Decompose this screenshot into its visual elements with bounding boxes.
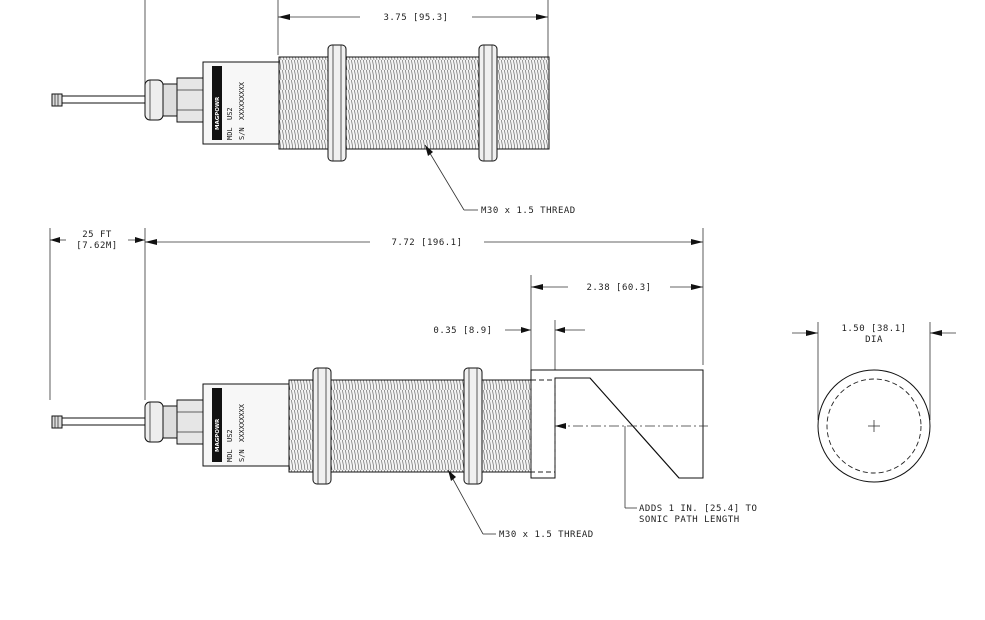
top-model-prefix: MDL — [226, 127, 234, 140]
bottom-model-text: US2 — [226, 429, 234, 442]
top-thread-callout: M30 x 1.5 THREAD — [424, 144, 576, 216]
top-thread-label: M30 x 1.5 THREAD — [481, 206, 576, 216]
top-model-text: US2 — [226, 107, 234, 120]
top-cable — [51, 93, 145, 107]
bottom-label-body: MAGPOWR MDL US2 S/N XXXXXXXXX — [202, 383, 290, 467]
reflector-offset-label: 0.35 [8.9] — [433, 326, 492, 336]
cable-length-dimension: 25 FT [7.62M] — [50, 230, 145, 251]
top-brand-text: MAGPOWR — [215, 96, 221, 130]
bottom-cable-gland — [144, 399, 204, 445]
top-cable-gland — [144, 77, 204, 123]
top-serial-prefix: S/N — [238, 127, 246, 140]
bottom-nut-left — [312, 367, 332, 485]
sonic-path-label-line2: SONIC PATH LENGTH — [639, 515, 740, 525]
bottom-brand-text: MAGPOWR — [215, 418, 221, 452]
diameter-label-line1: 1.50 [38.1] — [841, 324, 906, 334]
sonic-path-callout: ADDS 1 IN. [25.4] TO SONIC PATH LENGTH — [624, 500, 757, 525]
bottom-thread-callout: M30 x 1.5 THREAD — [447, 469, 594, 540]
diameter-dimension: 1.50 [38.1] DIA — [792, 324, 956, 345]
top-length-dimension: 3.75 [95.3] — [278, 13, 548, 23]
reflector-offset-dimension: 0.35 [8.9] — [433, 326, 585, 336]
bottom-serial-prefix: S/N — [238, 449, 246, 462]
top-serial-text: XXXXXXXXX — [238, 81, 246, 120]
top-nut-right — [478, 44, 498, 162]
top-nut-left — [327, 44, 347, 162]
end-view: 1.50 [38.1] DIA — [792, 322, 956, 483]
top-label-body: MAGPOWR MDL US2 S/N XXXXXXXXX — [202, 61, 280, 145]
diameter-label-line2: DIA — [865, 335, 883, 345]
bottom-serial-text: XXXXXXXXX — [238, 403, 246, 442]
cable-length-label-line1: 25 FT — [82, 230, 112, 240]
reflector-length-dimension: 2.38 [60.3] — [531, 283, 703, 293]
reflector-assembly — [530, 369, 708, 500]
top-sensor-view: 3.75 [95.3] MAGPOWR MDL — [51, 0, 576, 216]
bottom-model-prefix: MDL — [226, 449, 234, 462]
top-threaded-tube — [278, 56, 550, 150]
sonic-path-label-line1: ADDS 1 IN. [25.4] TO — [639, 504, 757, 514]
end-view-outer-circle — [817, 369, 931, 483]
bottom-nut-right — [463, 367, 483, 485]
bottom-cable — [51, 415, 145, 429]
reflector-length-label: 2.38 [60.3] — [586, 283, 651, 293]
top-length-label: 3.75 [95.3] — [383, 13, 448, 23]
overall-length-label: 7.72 [196.1] — [391, 238, 462, 248]
overall-length-dimension: 7.72 [196.1] — [145, 238, 703, 248]
bottom-thread-label: M30 x 1.5 THREAD — [499, 530, 594, 540]
cable-length-label-line2: [7.62M] — [76, 241, 117, 251]
end-view-inner-circle — [826, 378, 922, 474]
bottom-sensor-view: 25 FT [7.62M] 7.72 [196.1] 2.38 [60.3] 0… — [49, 228, 757, 540]
